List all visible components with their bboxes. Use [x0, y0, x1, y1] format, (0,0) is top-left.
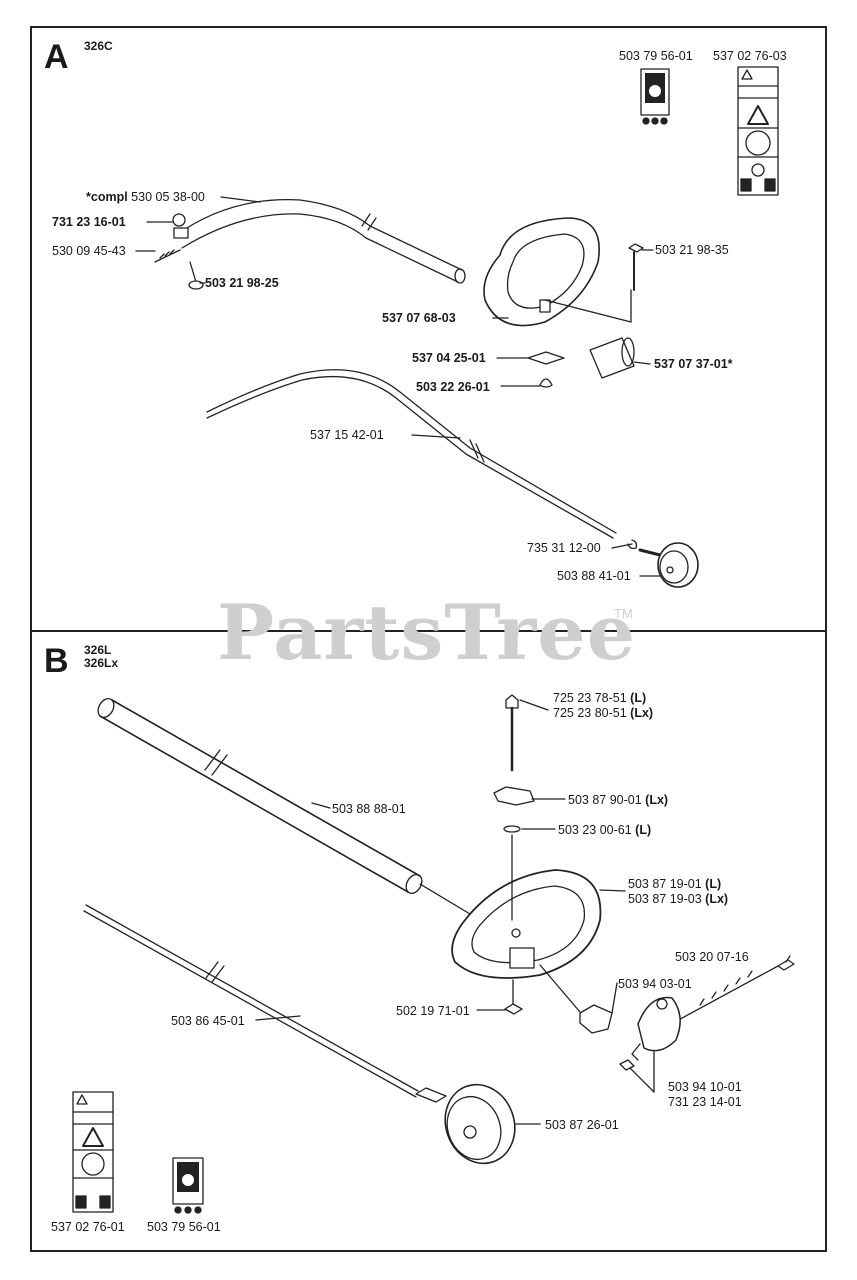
- section-b-letter: B: [44, 642, 69, 680]
- part-label-bolt-lower[interactable]: 503 21 98-25: [205, 276, 279, 290]
- safety-decal-a2: [737, 66, 779, 196]
- part-label-nut-b[interactable]: 731 23 14-01: [668, 1095, 742, 1109]
- part-label-screw-b[interactable]: 503 20 07-16: [675, 950, 749, 964]
- part-label-nut-square[interactable]: 502 19 71-01: [396, 1004, 470, 1018]
- part-label-decal-b1[interactable]: 537 02 76-01: [51, 1220, 125, 1234]
- part-label-bolt-upper[interactable]: 503 21 98-35: [655, 243, 729, 257]
- watermark-trademark: TM: [614, 606, 633, 621]
- part-label-clamp[interactable]: 537 04 25-01: [412, 351, 486, 365]
- watermark: PartsTree: [217, 588, 637, 677]
- part-label-shaft-b[interactable]: 503 86 45-01: [171, 1014, 245, 1028]
- part-label-decal-b2[interactable]: 503 79 56-01: [147, 1220, 221, 1234]
- section-b-model-1: 326L: [84, 643, 112, 657]
- part-label-shaft-a[interactable]: 537 15 42-01: [310, 428, 384, 442]
- part-label-handle-lx[interactable]: 503 87 19-03 (Lx): [628, 892, 729, 906]
- part-label-handle-l[interactable]: 503 87 19-01 (L): [628, 877, 722, 891]
- part-label-drum-b[interactable]: 503 87 26-01: [545, 1118, 619, 1132]
- part-label-bracket[interactable]: 503 94 10-01: [668, 1080, 742, 1094]
- section-a-model: 326C: [84, 39, 113, 53]
- part-label-knob-b[interactable]: 503 87 90-01 (Lx): [568, 793, 669, 807]
- part-label-clip[interactable]: 735 31 12-00: [527, 541, 601, 555]
- part-label-compl[interactable]: *compl 530 05 38-00: [86, 190, 205, 204]
- part-label-nut[interactable]: 731 23 16-01: [52, 215, 126, 229]
- part-label-decal-a1[interactable]: 503 79 56-01: [619, 49, 693, 63]
- part-label-knob[interactable]: 503 22 26-01: [416, 380, 490, 394]
- section-b-model-2: 326Lx: [84, 656, 119, 670]
- section-a-letter: A: [44, 38, 69, 76]
- part-label-decal-a2[interactable]: 537 02 76-03: [713, 49, 787, 63]
- part-label-washer[interactable]: 503 23 00-61 (L): [558, 823, 652, 837]
- part-label-drum-a[interactable]: 503 88 41-01: [557, 569, 631, 583]
- part-label-screw[interactable]: 530 09 45-43: [52, 244, 126, 258]
- safety-decal-b1: [72, 1091, 114, 1213]
- part-label-bolt-l[interactable]: 725 23 78-51 (L): [553, 691, 647, 705]
- part-label-clamp-block[interactable]: 503 94 03-01: [618, 977, 692, 991]
- part-label-handle[interactable]: 537 07 68-03: [382, 311, 456, 325]
- part-label-tube[interactable]: 503 88 88-01: [332, 802, 406, 816]
- section-divider: [30, 630, 827, 632]
- part-label-bolt-lx[interactable]: 725 23 80-51 (Lx): [553, 706, 654, 720]
- safety-decal-b2: [172, 1157, 204, 1214]
- compl-number: 530 05 38-00: [131, 190, 205, 204]
- part-label-sleeve[interactable]: 537 07 37-01*: [654, 357, 733, 371]
- diagram-frame: [30, 26, 827, 1252]
- safety-decal-a1: [640, 68, 670, 125]
- compl-prefix: *compl: [86, 190, 128, 204]
